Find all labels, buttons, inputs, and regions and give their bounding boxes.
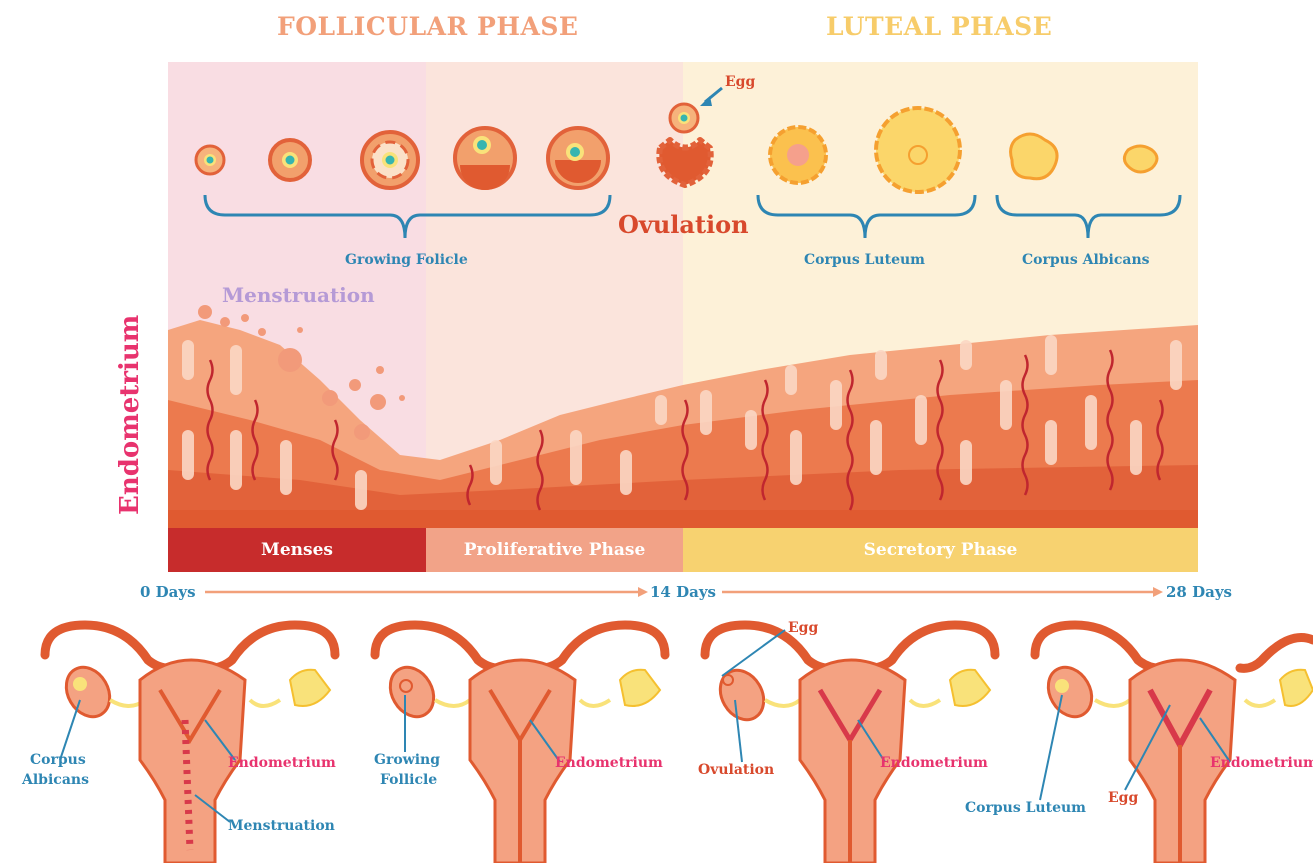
egg-label: Egg xyxy=(725,74,755,90)
ovulation-label: Ovulation xyxy=(618,210,749,239)
u3-endometrium-label: Endometrium xyxy=(880,755,988,771)
growing-follicle-label: Growing Folicle xyxy=(345,252,468,268)
u2-endometrium-label: Endometrium xyxy=(555,755,663,771)
corpus-luteum-label: Corpus Luteum xyxy=(804,252,925,268)
proliferative-bar: Proliferative Phase xyxy=(426,528,683,572)
secretory-bar: Secretory Phase xyxy=(683,528,1198,572)
u2-growing-label: Growing xyxy=(374,752,440,768)
u2-follicle-label: Follicle xyxy=(380,772,437,788)
u1-albicans-label: Albicans xyxy=(22,772,89,788)
u4-egg-label: Egg xyxy=(1108,790,1138,806)
u4-endometrium-label: Endometrium xyxy=(1210,755,1313,771)
day-14-label: 14 Days xyxy=(650,583,716,601)
endometrium-vertical-label: Endometrium xyxy=(115,315,145,515)
menses-bar: Menses xyxy=(168,528,426,572)
menstruation-label: Menstruation xyxy=(222,283,375,307)
day-0-label: 0 Days xyxy=(140,583,196,601)
uterus-3 xyxy=(705,625,995,863)
u1-endometrium-label: Endometrium xyxy=(228,755,336,771)
u4-corpus-luteum-label: Corpus Luteum xyxy=(965,800,1086,816)
u1-corpus-label: Corpus xyxy=(30,752,86,768)
u3-egg-label: Egg xyxy=(788,620,818,636)
uterus-4 xyxy=(1035,625,1313,863)
u3-ovulation-label: Ovulation xyxy=(698,762,774,778)
corpus-albicans-label: Corpus Albicans xyxy=(1022,252,1150,268)
uterus-2 xyxy=(375,625,665,863)
u1-menstruation-label: Menstruation xyxy=(228,818,335,834)
day-28-label: 28 Days xyxy=(1166,583,1232,601)
